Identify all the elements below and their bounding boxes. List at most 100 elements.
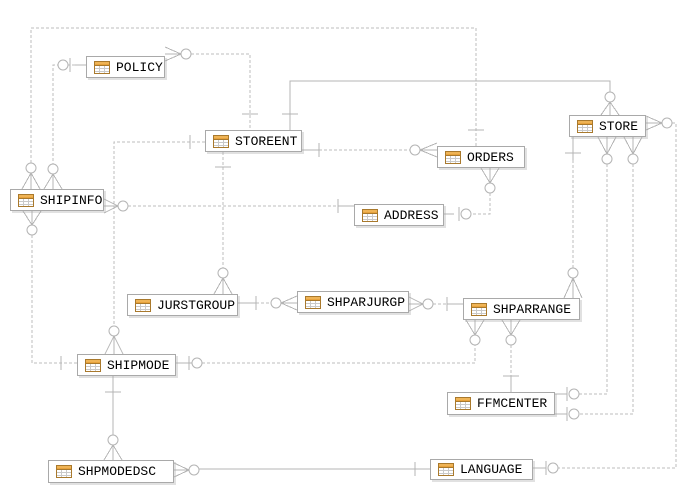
connector-segment: [31, 235, 77, 364]
cardinality-circle: [180, 48, 192, 60]
connector-segment: [600, 101, 611, 116]
connector-segment: [489, 167, 500, 184]
connector-segment: [501, 319, 512, 336]
connector-segment: [30, 172, 41, 190]
connector-segment: [480, 167, 491, 184]
entity-shipinfo[interactable]: SHIPINFO: [10, 189, 104, 211]
entity-label: SHIPINFO: [40, 192, 103, 208]
connector-segment: [113, 335, 124, 355]
connector-segment: [103, 444, 114, 461]
connector-segment: [510, 319, 521, 336]
cardinality-circle: [604, 91, 616, 103]
entity-storeent[interactable]: STOREENT: [205, 130, 302, 152]
entity-address[interactable]: ADDRESS: [354, 204, 444, 226]
connector-segment: [471, 193, 491, 215]
connector-segment: [645, 115, 663, 124]
connector-segment: [31, 210, 42, 226]
cardinality-circle: [484, 182, 496, 194]
entity-label: LANGUAGE: [460, 462, 523, 477]
connector-segment: [164, 46, 182, 55]
connector-segment: [164, 53, 182, 62]
entity-label: FFMCENTER: [477, 396, 548, 411]
connector-segment: [191, 53, 251, 130]
connector-segment: [609, 101, 620, 116]
connector-segment: [563, 277, 574, 299]
connector-segment: [202, 345, 476, 364]
table-icon: [471, 302, 487, 316]
table-icon: [94, 60, 110, 74]
cardinality-circle: [117, 200, 129, 212]
table-icon: [577, 119, 593, 133]
connector-segment: [213, 277, 224, 295]
entity-label: SHPARJURGP: [327, 294, 406, 310]
entity-shparrange[interactable]: SHPARRANGE: [463, 298, 580, 320]
cardinality-circle: [270, 297, 282, 309]
cardinality-circle: [505, 334, 517, 346]
connector-segment: [623, 136, 634, 155]
cardinality-circle: [661, 117, 673, 129]
entity-orders[interactable]: ORDERS: [437, 146, 525, 168]
cardinality-circle: [191, 357, 203, 369]
connector-segment: [112, 444, 123, 461]
cardinality-circle: [26, 224, 38, 236]
table-icon: [445, 150, 461, 164]
cardinality-circle: [107, 434, 119, 446]
connector-segment: [558, 122, 677, 469]
connector-segment: [43, 173, 54, 190]
connector-segment: [474, 319, 485, 336]
cardinality-circle: [47, 163, 59, 175]
connector-segment: [606, 136, 617, 155]
cardinality-circle: [568, 388, 580, 400]
entity-label: ADDRESS: [384, 207, 439, 223]
cardinality-circle: [25, 162, 37, 174]
connector-segment: [579, 164, 634, 415]
connector-segment: [103, 198, 119, 207]
connector-segment: [408, 303, 424, 312]
cardinality-circle: [188, 464, 200, 476]
entity-label: POLICY: [116, 59, 163, 75]
connector-segment: [52, 173, 63, 190]
cardinality-circle: [601, 153, 613, 165]
entity-language[interactable]: LANGUAGE: [430, 459, 533, 480]
entity-label: SHPARRANGE: [493, 301, 572, 317]
connector-segment: [645, 122, 663, 131]
connector-segment: [419, 149, 438, 158]
entity-label: STOREENT: [235, 133, 298, 149]
connector-segment: [419, 142, 438, 151]
connector-segment: [280, 295, 298, 304]
entity-shipmode[interactable]: SHIPMODE: [77, 354, 176, 376]
connector-segment: [632, 136, 643, 155]
table-icon: [85, 358, 101, 372]
table-icon: [362, 208, 378, 222]
cardinality-circle: [57, 59, 69, 71]
connector-segment: [465, 319, 476, 336]
entity-policy[interactable]: POLICY: [86, 56, 165, 78]
cardinality-circle: [460, 208, 472, 220]
connector-segment: [52, 64, 75, 164]
entity-shparjurgp[interactable]: SHPARJURGP: [297, 291, 409, 313]
table-icon: [455, 397, 471, 410]
cardinality-circle: [568, 408, 580, 420]
entity-jurstgroup[interactable]: JURSTGROUP: [127, 294, 238, 316]
connector-segment: [21, 172, 32, 190]
connector-segment: [597, 136, 608, 155]
table-icon: [135, 298, 151, 312]
connector-segment: [280, 302, 298, 311]
connector-segment: [572, 277, 583, 299]
table-icon: [438, 463, 454, 476]
cardinality-circle: [409, 144, 421, 156]
table-icon: [56, 465, 72, 478]
table-icon: [213, 134, 229, 148]
entity-label: STORE: [599, 118, 639, 134]
connector-segment: [113, 141, 205, 326]
entity-shpmodedsc[interactable]: SHPMODEDSC: [48, 460, 174, 483]
cardinality-circle: [627, 153, 639, 165]
connector-segment: [408, 296, 424, 305]
connector-segment: [173, 469, 190, 478]
entity-store[interactable]: STORE: [569, 115, 646, 137]
connector-segment: [104, 335, 115, 355]
connector-segment: [22, 210, 33, 226]
entity-ffmcenter[interactable]: FFMCENTER: [447, 392, 555, 415]
